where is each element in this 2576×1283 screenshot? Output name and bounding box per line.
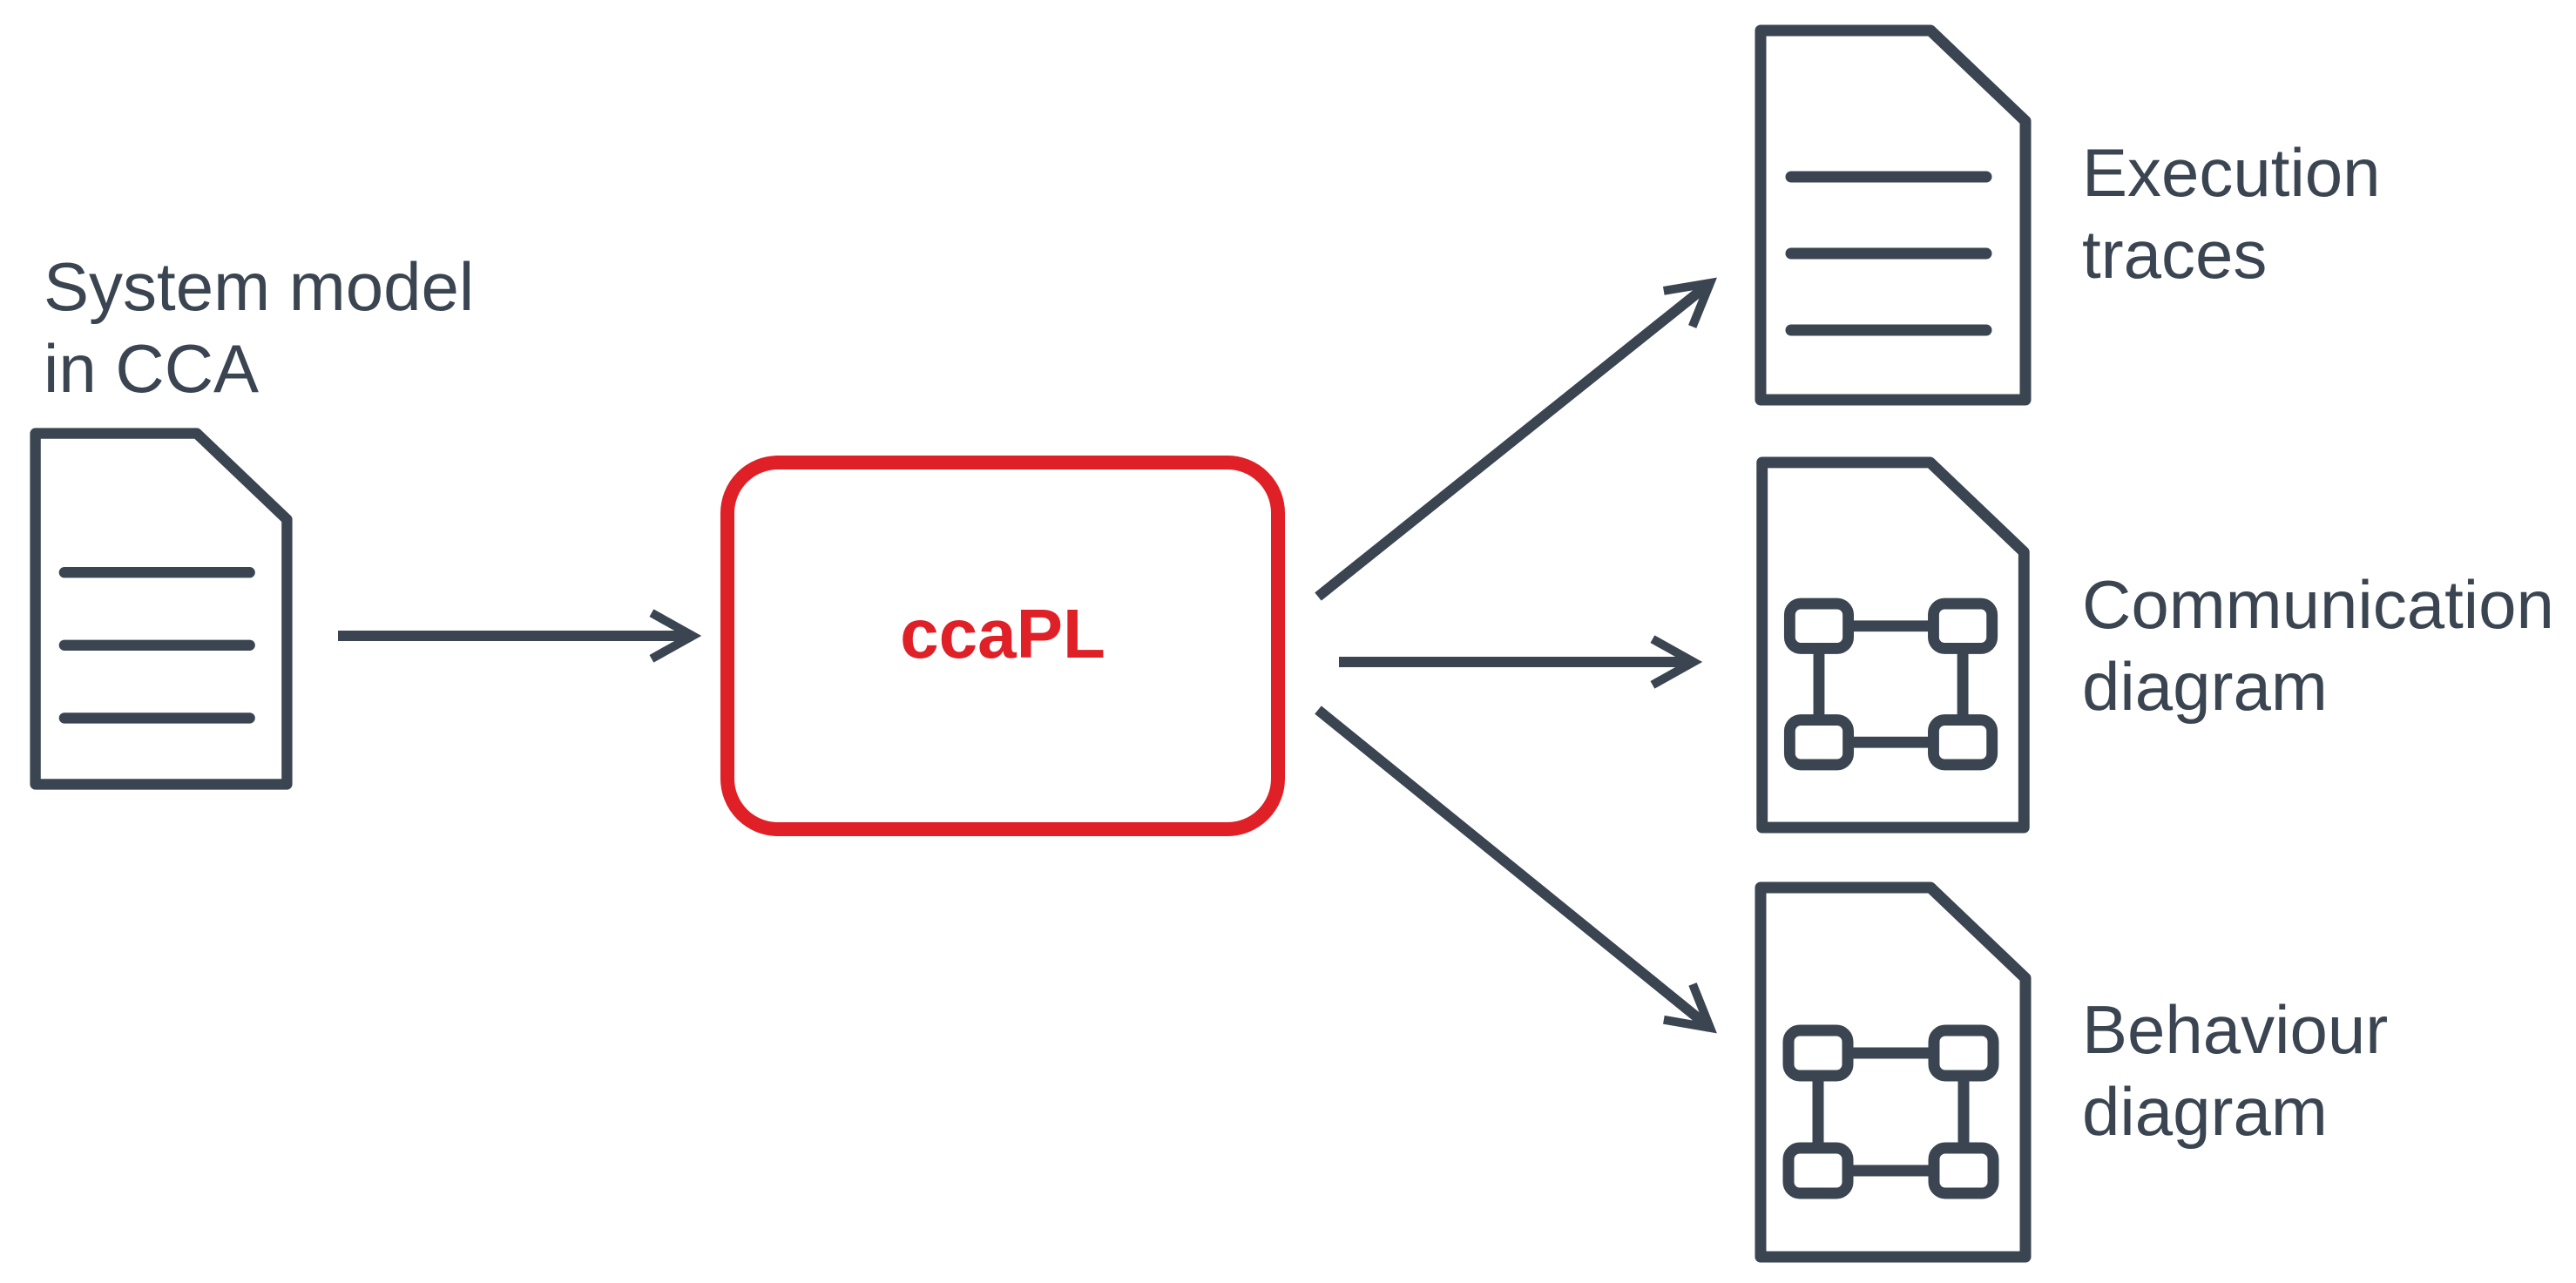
behaviour-diagram-label: Behaviour diagram bbox=[2082, 991, 2389, 1150]
communication-diagram-document-icon bbox=[1762, 463, 2025, 827]
source-label: System model in CCA bbox=[44, 248, 475, 407]
arrow-ccapl-to-behaviour-diagram bbox=[1315, 706, 1717, 1034]
ccapl-label: ccaPL bbox=[900, 594, 1105, 672]
communication-diagram-label: Communication diagram bbox=[2082, 566, 2554, 725]
source-document-text-icon bbox=[36, 434, 287, 785]
execution-traces-document-text-icon bbox=[1761, 30, 2025, 400]
behaviour-diagram-document-icon bbox=[1761, 888, 2025, 1257]
arrow-ccapl-to-execution-traces bbox=[1315, 277, 1717, 601]
ccapl-box bbox=[720, 456, 1285, 836]
execution-traces-label: Execution traces bbox=[2082, 134, 2381, 293]
